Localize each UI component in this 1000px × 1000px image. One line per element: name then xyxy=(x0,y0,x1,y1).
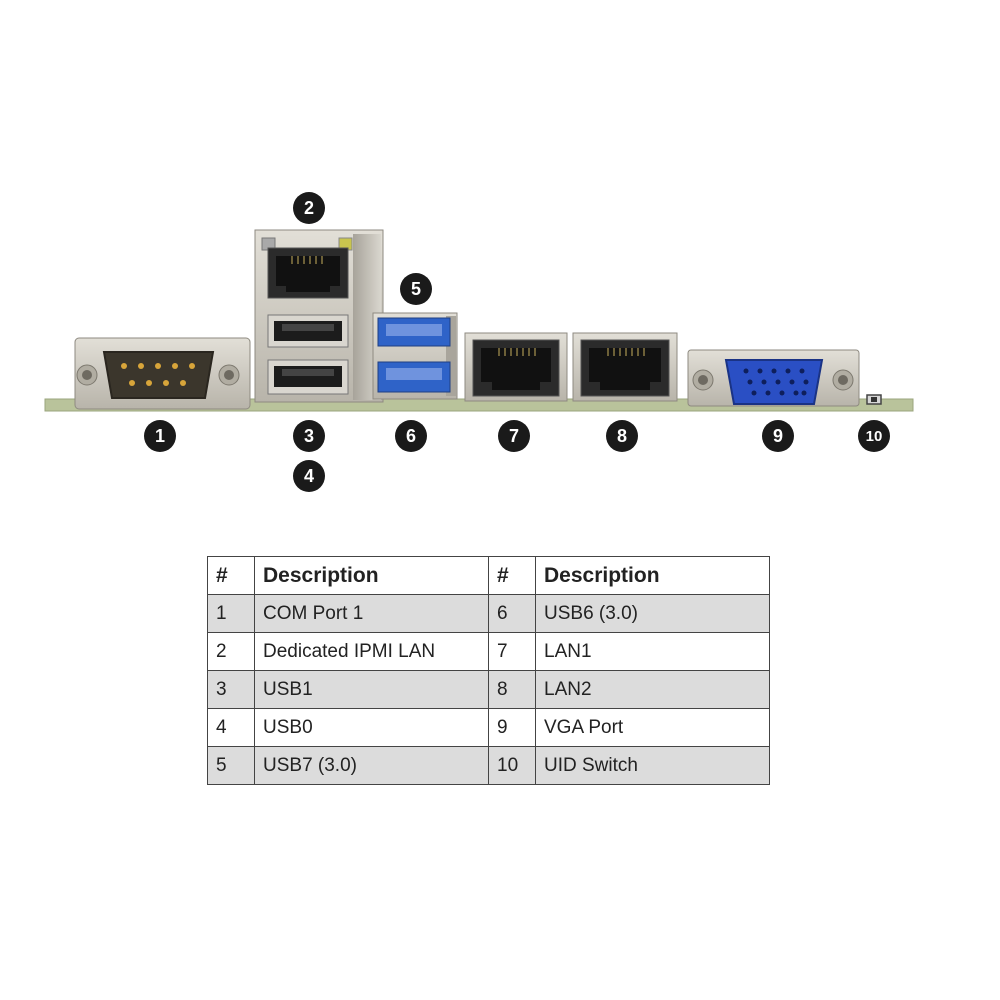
ipmi-lan-usb-stack xyxy=(254,229,384,403)
callout-8: 8 xyxy=(606,420,638,452)
callout-1: 1 xyxy=(144,420,176,452)
table-row: 3 USB1 8 LAN2 xyxy=(207,670,770,709)
cell-description: USB7 (3.0) xyxy=(254,746,489,785)
cell-number: 5 xyxy=(207,746,255,785)
callout-2: 2 xyxy=(293,192,325,224)
port-legend-table: # Description # Description 1 COM Port 1… xyxy=(207,556,770,785)
callout-9: 9 xyxy=(762,420,794,452)
lan2-connector xyxy=(572,332,678,402)
cell-description: LAN2 xyxy=(535,670,770,709)
cell-description: VGA Port xyxy=(535,708,770,747)
cell-number: 2 xyxy=(207,632,255,671)
header-number-left: # xyxy=(207,556,255,595)
callout-5: 5 xyxy=(400,273,432,305)
callout-3: 3 xyxy=(293,420,325,452)
cell-description: USB0 xyxy=(254,708,489,747)
table-row: 4 USB0 9 VGA Port xyxy=(207,708,770,747)
cell-description: USB1 xyxy=(254,670,489,709)
callout-4: 4 xyxy=(293,460,325,492)
table-header-row: # Description # Description xyxy=(207,556,770,595)
header-description-right: Description xyxy=(535,556,770,595)
callout-7: 7 xyxy=(498,420,530,452)
cell-description: LAN1 xyxy=(535,632,770,671)
cell-number: 10 xyxy=(488,746,536,785)
cell-number: 3 xyxy=(207,670,255,709)
cell-number: 1 xyxy=(207,594,255,633)
rear-io-panel-illustration xyxy=(44,229,914,412)
table-row: 5 USB7 (3.0) 10 UID Switch xyxy=(207,746,770,785)
cell-number: 4 xyxy=(207,708,255,747)
cell-number: 8 xyxy=(488,670,536,709)
usb3-stack xyxy=(372,312,458,400)
uid-switch xyxy=(866,394,882,405)
lan1-connector xyxy=(464,332,568,402)
cell-description: Dedicated IPMI LAN xyxy=(254,632,489,671)
cell-description: UID Switch xyxy=(535,746,770,785)
vga-port-connector xyxy=(687,349,860,407)
header-description-left: Description xyxy=(254,556,489,595)
cell-number: 9 xyxy=(488,708,536,747)
cell-number: 7 xyxy=(488,632,536,671)
cell-number: 6 xyxy=(488,594,536,633)
callout-6: 6 xyxy=(395,420,427,452)
table-row: 1 COM Port 1 6 USB6 (3.0) xyxy=(207,594,770,633)
cell-description: USB6 (3.0) xyxy=(535,594,770,633)
table-row: 2 Dedicated IPMI LAN 7 LAN1 xyxy=(207,632,770,671)
com-port-connector xyxy=(74,337,251,410)
cell-description: COM Port 1 xyxy=(254,594,489,633)
header-number-right: # xyxy=(488,556,536,595)
callout-10: 10 xyxy=(858,420,890,452)
